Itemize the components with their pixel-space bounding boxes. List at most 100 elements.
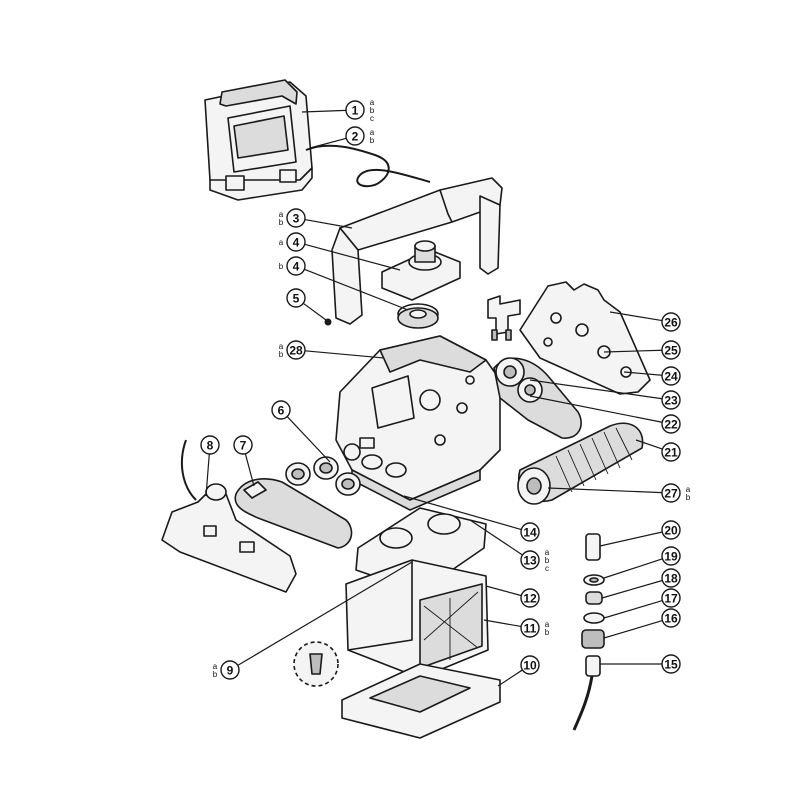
leader-line (603, 349, 663, 353)
fitting-19 (583, 574, 605, 586)
callout-circle (520, 618, 540, 638)
callout-variant: a (370, 98, 375, 107)
callout-8: 8 (200, 435, 220, 497)
callout-number: 5 (293, 292, 300, 306)
callout-17: 17 (603, 588, 681, 619)
callout-number: 11 (524, 622, 537, 636)
brush-roller (517, 422, 644, 505)
callout-26: 26 (609, 311, 681, 332)
detail-inset (293, 641, 339, 687)
impeller (397, 303, 439, 329)
callout-number: 24 (664, 370, 678, 384)
callout-4-b: 4b (279, 256, 409, 311)
leader-line (497, 669, 523, 687)
leader-line (483, 619, 522, 628)
callout-circle (661, 390, 681, 410)
callout-circle (286, 288, 306, 308)
leader-line (603, 619, 663, 639)
leader-line (205, 453, 210, 497)
callout-circle (661, 588, 681, 608)
callout-number: 7 (240, 439, 247, 453)
leader-line (304, 218, 353, 229)
leader-line (603, 599, 663, 619)
callout-7: 7 (233, 435, 255, 487)
callout-number: 17 (664, 592, 678, 606)
callout-number: 21 (664, 446, 678, 460)
leader-line (609, 311, 663, 322)
callout-10: 10 (497, 655, 540, 687)
callout-23: 23 (529, 379, 681, 410)
callout-3-ab: 3ab (279, 208, 353, 229)
callout-circle (661, 483, 681, 503)
callout-number: 22 (664, 418, 678, 432)
callout-circle (520, 550, 540, 570)
fitting-16 (581, 629, 605, 649)
screw (324, 318, 332, 326)
callout-variant: b (279, 350, 284, 359)
callout-variant: a (370, 128, 375, 137)
power-cable (305, 144, 431, 188)
leader-line (301, 109, 347, 113)
callout-14: 14 (403, 495, 540, 542)
callout-circle (345, 126, 365, 146)
callout-circle (661, 442, 681, 462)
bearing-set (285, 443, 361, 496)
callout-circle (286, 208, 306, 228)
handle-assembly (331, 177, 503, 325)
callout-number: 20 (664, 524, 678, 538)
leader-line (469, 519, 523, 556)
callout-16: 16 (603, 608, 681, 639)
leader-line (601, 579, 663, 599)
float-cable (572, 675, 594, 731)
callout-number: 27 (664, 487, 678, 501)
callout-9-ab: 9ab (213, 561, 413, 680)
callout-variant: b (545, 556, 550, 565)
callout-circle (220, 660, 240, 680)
callout-number: 18 (664, 572, 678, 586)
power-supply-box (204, 79, 313, 201)
callout-variant: a (686, 485, 691, 494)
callout-19: 19 (603, 546, 681, 579)
callout-circle (271, 400, 291, 420)
leader-line (304, 350, 385, 359)
filter-canister (345, 559, 489, 679)
callout-number: 9 (227, 664, 234, 678)
callout-circle (520, 588, 540, 608)
callout-number: 10 (523, 659, 537, 673)
drive-track-right (493, 357, 582, 439)
callout-24: 24 (623, 366, 681, 386)
fitting-17 (583, 612, 605, 624)
callout-15: 15 (600, 654, 681, 674)
callout-number: 19 (664, 550, 678, 564)
callout-2-ab: 2 ab (309, 126, 375, 149)
callout-circle (661, 520, 681, 540)
callout-number: 1 (352, 104, 359, 118)
callout-number: 2 (352, 130, 359, 144)
callout-number: 12 (523, 592, 537, 606)
cable-connector (585, 655, 601, 677)
callout-number: 26 (664, 316, 678, 330)
leader-line (304, 243, 401, 271)
callout-number: 3 (293, 212, 300, 226)
side-bracket (487, 295, 521, 341)
leader-line (302, 302, 327, 321)
callout-22: 22 (529, 395, 681, 434)
callout-variant: c (370, 114, 374, 123)
callout-variant: a (545, 620, 550, 629)
fitting-20 (585, 533, 601, 561)
callout-variant: b (370, 106, 375, 115)
leader-line (237, 561, 413, 666)
leader-line (529, 395, 663, 423)
callout-number: 6 (278, 404, 285, 418)
callout-number: 15 (664, 658, 678, 672)
callout-circle (661, 366, 681, 386)
callout-variant: b (370, 136, 375, 145)
callout-number: 14 (523, 526, 537, 540)
callout-number: 4 (293, 236, 300, 250)
callout-variant: a (279, 342, 284, 351)
leader-line (304, 268, 409, 311)
